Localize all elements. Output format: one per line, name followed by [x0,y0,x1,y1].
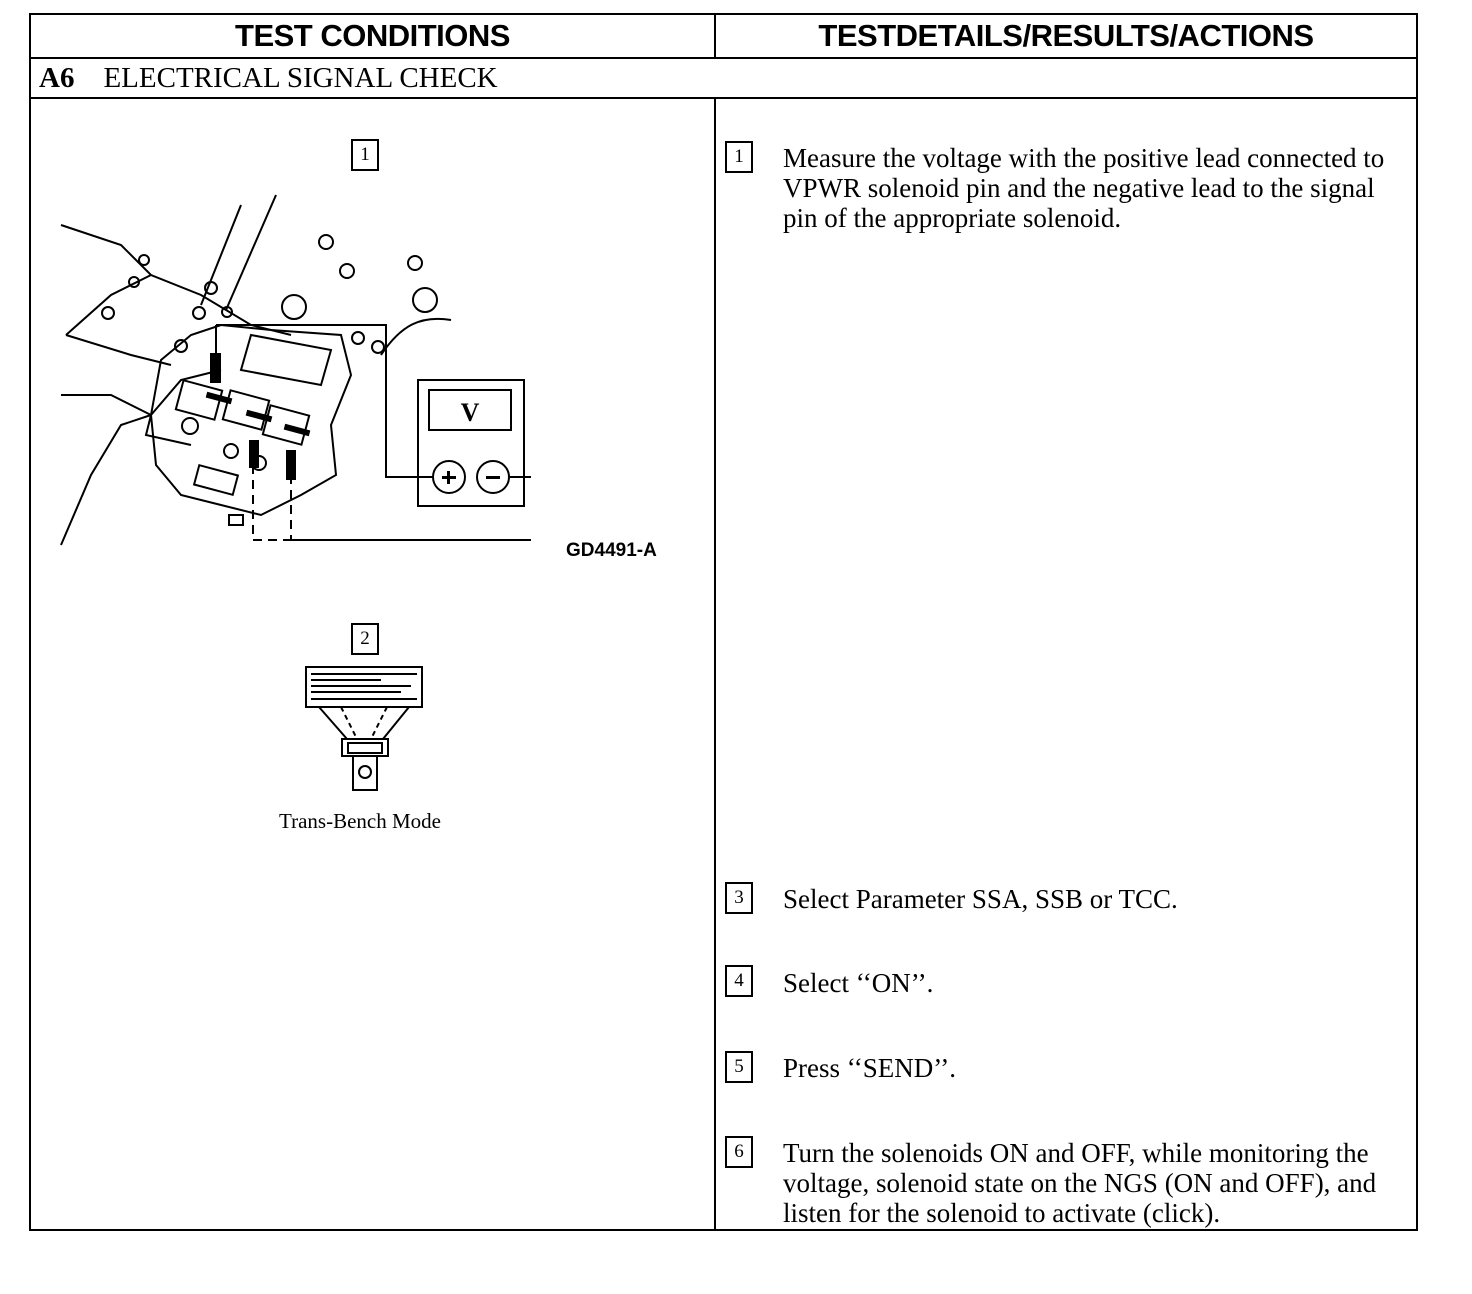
figure-2-number: 2 [351,623,379,655]
header-divider [714,15,716,57]
section-rule [31,97,1416,99]
section-title-row: A6 ELECTRICAL SIGNAL CHECK [39,59,498,97]
step-3-number: 3 [725,882,753,914]
step-1-text: Measure the voltage with the positive le… [783,143,1385,233]
section-code: A6 [39,61,75,94]
test-table: TEST CONDITIONS TESTDETAILS/RESULTS/ACTI… [29,13,1418,1231]
header-test-conditions: TEST CONDITIONS [235,18,510,53]
step-6-number: 6 [725,1136,753,1168]
header-rule [31,57,1416,59]
step-4-text: Select ‘‘ON’’. [783,968,934,998]
section-title: ELECTRICAL SIGNAL CHECK [103,61,498,94]
meter-symbol: V [461,398,480,427]
voltmeter-diagram: V [60,194,531,546]
figure-2-caption: Trans-Bench Mode [279,809,441,833]
header-test-details: TESTDETAILS/RESULTS/ACTIONS [818,18,1314,53]
column-divider [714,99,716,1229]
step-4-number: 4 [725,965,753,997]
scan-tool-icon [305,666,423,791]
step-3-text: Select Parameter SSA, SSB or TCC. [783,884,1178,914]
step-6-text: Turn the solenoids ON and OFF, while mon… [783,1138,1377,1228]
step-5-text: Press ‘‘SEND’’. [783,1053,956,1083]
figure-1-number: 1 [351,139,379,171]
step-1-number: 1 [725,141,753,173]
step-5-number: 5 [725,1051,753,1083]
figure-code: GD4491-A [566,540,657,561]
